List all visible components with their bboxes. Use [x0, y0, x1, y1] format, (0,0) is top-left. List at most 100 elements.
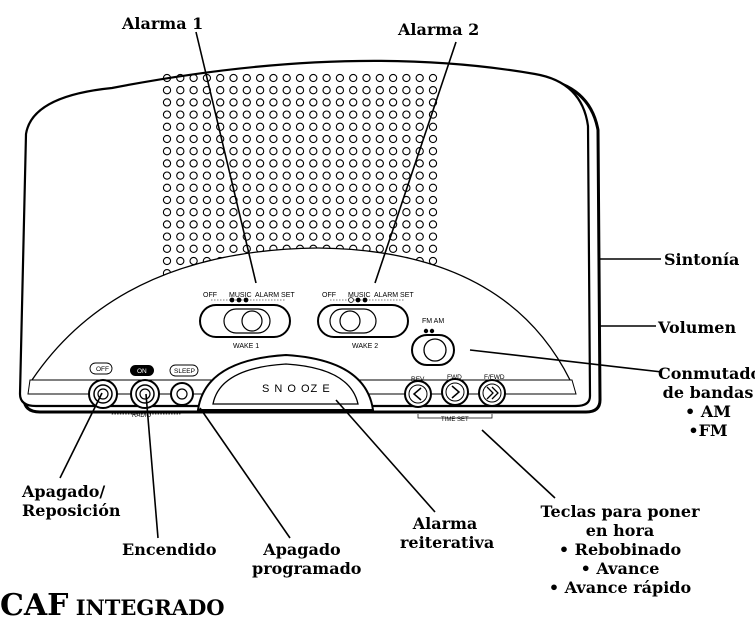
- grille-hole: [216, 73, 225, 83]
- grille-hole: [428, 195, 438, 205]
- grille-hole: [189, 134, 198, 144]
- grille-hole: [335, 134, 345, 144]
- grille-hole: [309, 134, 318, 144]
- grille-hole: [269, 122, 278, 131]
- grille-hole: [335, 98, 345, 107]
- grille-hole: [388, 122, 398, 131]
- grille-hole: [335, 195, 345, 205]
- rev-button[interactable]: REV: [404, 376, 432, 408]
- grille-hole: [176, 110, 185, 119]
- grille-hole: [375, 122, 384, 131]
- grille-hole: [255, 195, 265, 205]
- time-set-label: TIME SET: [441, 417, 469, 423]
- ffwd-button[interactable]: F/FWD: [478, 374, 506, 407]
- grille-hole: [375, 98, 384, 107]
- teclas-line-2: en hora: [585, 521, 655, 540]
- grille-hole: [295, 147, 305, 156]
- grille-hole: [202, 147, 212, 156]
- grille-hole: [229, 220, 238, 229]
- grille-hole: [162, 208, 172, 217]
- grille-hole: [402, 86, 411, 95]
- grille-hole: [322, 86, 331, 95]
- leader-apagado-reposicion: [59, 392, 103, 479]
- snooze-bar[interactable]: S N O OZ E: [196, 353, 375, 411]
- grille-hole: [322, 110, 331, 119]
- grille-hole: [309, 73, 318, 83]
- grille-hole: [255, 183, 265, 192]
- radio-label: RADIO: [132, 413, 151, 419]
- grille-hole: [162, 159, 172, 168]
- grille-hole: [255, 98, 265, 107]
- wake-1-slider[interactable]: OFF MUSIC ALARM SET WAKE 1: [199, 292, 295, 350]
- grille-hole: [295, 183, 305, 192]
- grille-hole: [335, 73, 345, 83]
- grille-hole: [402, 232, 411, 241]
- grille-hole: [322, 232, 331, 241]
- grille-hole: [216, 86, 225, 95]
- grille-hole: [242, 147, 251, 156]
- grille-hole: [242, 171, 251, 180]
- grille-hole: [388, 208, 398, 217]
- grille-hole: [216, 110, 225, 119]
- grille-hole: [428, 147, 438, 156]
- grille-hole: [242, 159, 251, 168]
- section-title: CAF INTEGRADO: [0, 588, 225, 623]
- grille-hole: [362, 73, 371, 83]
- svg-text:OFF: OFF: [96, 366, 109, 373]
- band-switch[interactable]: FM AM: [411, 318, 455, 366]
- grille-hole: [176, 195, 185, 205]
- grille-hole: [255, 220, 265, 229]
- grille-hole: [229, 134, 238, 144]
- grille-hole: [242, 195, 251, 205]
- grille-hole: [362, 171, 371, 180]
- grille-hole: [335, 220, 345, 229]
- grille-hole: [255, 86, 265, 95]
- sleep-button[interactable]: SLEEP: [169, 364, 199, 406]
- grille-hole: [402, 244, 411, 253]
- grille-hole: [375, 171, 384, 180]
- grille-hole: [176, 244, 185, 253]
- grille-hole: [282, 195, 291, 205]
- grille-hole: [202, 159, 212, 168]
- grille-hole: [189, 171, 198, 180]
- leader-apagado-programado: [199, 407, 291, 539]
- label-alarma-2: Alarma 2: [398, 20, 480, 39]
- grille-hole: [335, 110, 345, 119]
- grille-hole: [269, 147, 278, 156]
- grille-hole: [349, 195, 358, 205]
- reiterativa-line-1: Alarma: [412, 514, 478, 533]
- grille-hole: [282, 134, 291, 144]
- grille-hole: [242, 220, 251, 229]
- grille-hole: [349, 171, 358, 180]
- grille-hole: [282, 122, 291, 131]
- grille-hole: [322, 98, 331, 107]
- grille-hole: [322, 134, 331, 144]
- svg-text:ON: ON: [137, 368, 147, 375]
- grille-hole: [402, 122, 411, 131]
- grille-hole: [322, 122, 331, 131]
- grille-hole: [189, 244, 198, 253]
- grille-hole: [229, 110, 238, 119]
- wake2-alarm-label: ALARM SET: [374, 292, 414, 299]
- grille-hole: [322, 73, 331, 83]
- on-button[interactable]: ON: [130, 365, 160, 409]
- grille-hole: [388, 244, 398, 253]
- grille-hole: [309, 208, 318, 217]
- grille-hole: [202, 110, 212, 119]
- wake1-alarm-label: ALARM SET: [255, 292, 295, 299]
- leader-conmutador: [469, 349, 663, 373]
- teclas-line-1: Teclas para poner: [540, 502, 700, 521]
- grille-hole: [242, 232, 251, 241]
- grille-hole: [282, 159, 291, 168]
- grille-hole: [388, 159, 398, 168]
- grille-hole: [415, 110, 424, 119]
- wake-2-slider[interactable]: OFF MUSIC ALARM SET WAKE 2: [317, 292, 414, 350]
- grille-hole: [202, 244, 212, 253]
- grille-hole: [176, 171, 185, 180]
- grille-hole: [402, 73, 411, 83]
- grille-hole: [349, 86, 358, 95]
- fwd-button[interactable]: FWD: [441, 374, 469, 406]
- grille-hole: [216, 244, 225, 253]
- grille-hole: [176, 159, 185, 168]
- grille-hole: [322, 220, 331, 229]
